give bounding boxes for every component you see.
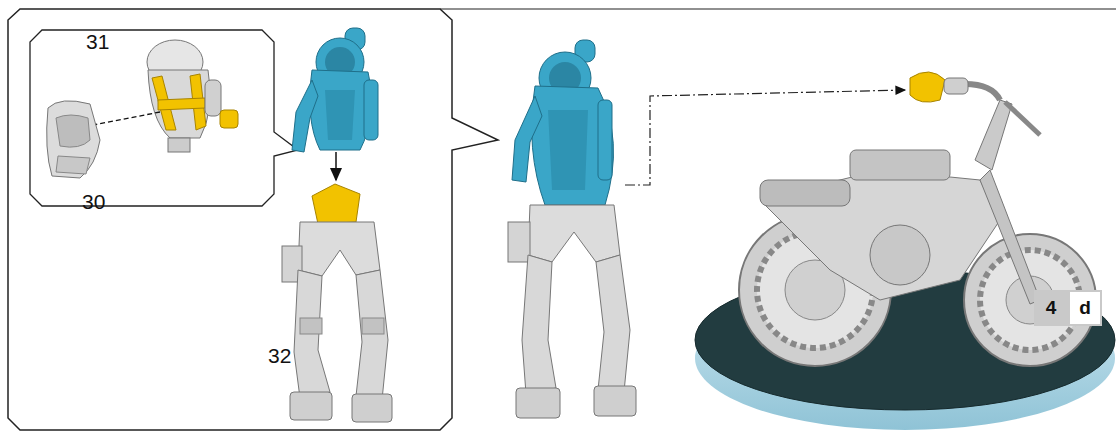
detail-frame: [30, 30, 298, 206]
callout-number: 32: [268, 344, 291, 368]
blue-torso: [292, 28, 378, 152]
callout-number: 30: [82, 190, 105, 214]
callout-frame: [8, 9, 498, 430]
motorbike: [739, 72, 1096, 366]
assembly-arrow: [335, 152, 337, 180]
part-30-piece: [47, 101, 100, 178]
step-badge: 4d: [1034, 290, 1102, 326]
step-number: 4: [1034, 290, 1068, 326]
assembled-figure: [508, 40, 636, 418]
step-letter: d: [1068, 290, 1102, 326]
part-32-legs: [282, 184, 392, 422]
callout-number: 31: [86, 30, 109, 54]
part-31-torso: [147, 40, 238, 152]
frame-line: [440, 8, 1116, 9]
